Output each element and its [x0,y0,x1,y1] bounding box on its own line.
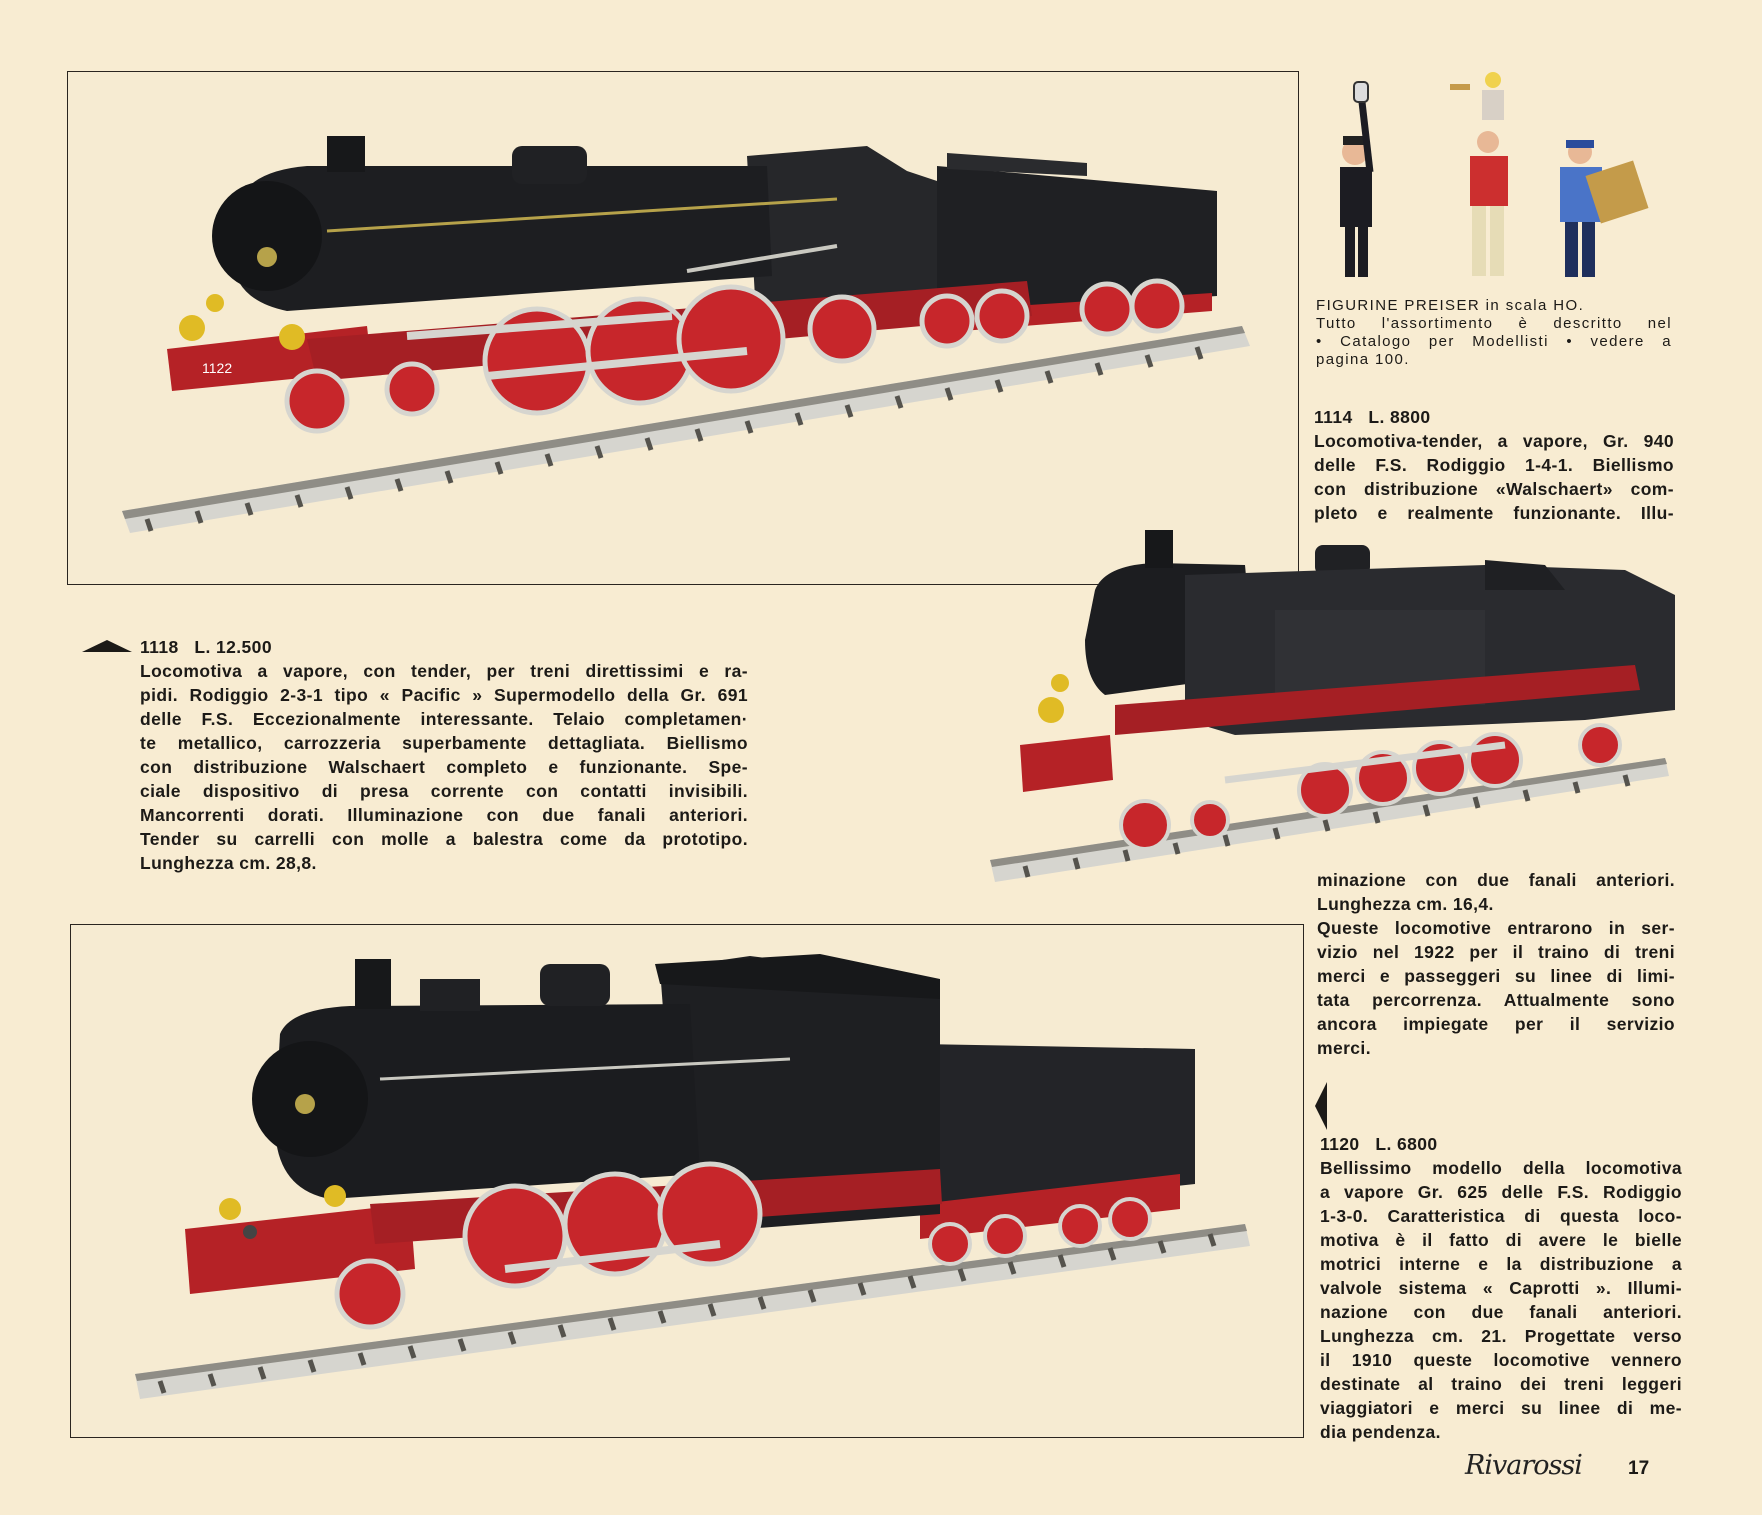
figurines-caption: FIGURINE PREISER in scala HO. Tutto l'as… [1316,297,1672,369]
item-1118-price: L. 12.500 [194,637,272,657]
figurines-line: • Catalogo per Modellisti • vedere a [1316,333,1672,350]
figurines-line: Tutto l'assortimento è descritto nel [1316,315,1672,332]
item-1114-line: merci. [1317,1038,1371,1058]
item-1120-code: 1120 [1320,1134,1360,1154]
item-1118-line: con distribuzione Walschaert completo e … [140,757,748,777]
item-1114-line: minazione con due fanali anteriori. [1317,870,1675,890]
item-1114-line: Locomotiva-tender, a vapore, Gr. 940 [1314,431,1674,451]
item-1118-header: 1118 L. 12.500 [140,635,748,659]
item-1118-line: Lunghezza cm. 28,8. [140,853,317,873]
item-1114-line: vizio nel 1922 per il traino di treni [1317,942,1675,962]
item-1120-line: valvole sistema « Caprotti ». Illumi- [1320,1278,1682,1298]
item-1120-line: viaggiatori e merci su linee di me- [1320,1398,1682,1418]
item-1114-code: 1114 [1314,407,1353,427]
item-1120-line: 1-3-0. Caratteristica di questa loco- [1320,1206,1682,1226]
item-1118-line: Mancorrenti dorati. Illuminazione con du… [140,805,748,825]
pointer-left-arrow [1315,1082,1327,1130]
pointer-up-arrow [82,640,132,652]
item-1120-line: a vapore Gr. 625 delle F.S. Rodiggio [1320,1182,1682,1202]
item-1120-line: destinate al traino dei treni leggeri [1320,1374,1682,1394]
locomotive-1120-photo [135,954,1250,1399]
loco-number-plate: 1122 [202,360,232,376]
item-1114-line: ancora impiegate per il servizio [1317,1014,1675,1034]
item-1114-description-bottom: minazione con due fanali anteriori. Lung… [1317,868,1675,1060]
item-1120-line: Bellissimo modello della locomotiva [1320,1158,1682,1178]
item-1114-line: merci e passeggeri su linee di limi- [1317,966,1675,986]
item-1120-line: Lunghezza cm. 21. Progettate verso [1320,1326,1682,1346]
item-1118-line: delle F.S. Eccezionalmente interessante.… [140,709,748,729]
item-1114-description-top: 1114 L. 8800 Locomotiva-tender, a vapore… [1314,405,1674,525]
item-1118-line: ciale dispositivo di presa corrente con … [140,781,748,801]
item-1120-price: L. 6800 [1375,1134,1438,1154]
item-1118-line: Tender su carrelli con molle a balestra … [140,829,748,849]
figurines-photo [1340,72,1649,277]
item-1120-line: motrici interne e la distribuzione a [1320,1254,1682,1274]
brand-logo: Rivarossi [1465,1450,1583,1481]
item-1114-header: 1114 L. 8800 [1314,405,1674,429]
item-1120-line: motiva è il fatto di avere le bielle [1320,1230,1682,1250]
item-1114-price: L. 8800 [1368,407,1431,427]
item-1120-line: il 1910 queste locomotive vennero [1320,1350,1682,1370]
locomotive-1114-photo [990,530,1675,882]
item-1118-line: Locomotiva a vapore, con tender, per tre… [140,661,748,681]
item-1114-line: delle F.S. Rodiggio 1-4-1. Biellismo [1314,455,1674,475]
item-1114-line: Lunghezza cm. 16,4. [1317,894,1494,914]
locomotive-1118-photo: 1122 [122,136,1250,533]
page-number: 17 [1628,1458,1650,1479]
item-1118-line: te metallico, carrozzeria superbamente d… [140,733,748,753]
item-1120-line: nazione con due fanali anteriori. [1320,1302,1682,1322]
item-1114-line: Queste locomotive entrarono in ser- [1317,918,1675,938]
item-1114-line: tata percorrenza. Attualmente sono [1317,990,1675,1010]
item-1118-description: 1118 L. 12.500 Locomotiva a vapore, con … [140,635,748,875]
figurines-line: pagina 100. [1316,351,1410,368]
item-1118-line: pidi. Rodiggio 2-3-1 tipo « Pacific » Su… [140,685,748,705]
item-1120-line: dia pendenza. [1320,1422,1441,1442]
item-1120-header: 1120 L. 6800 [1320,1132,1682,1156]
item-1120-description: 1120 L. 6800 Bellissimo modello della lo… [1320,1132,1682,1444]
item-1114-line: con distribuzione «Walschaert» com- [1314,479,1674,499]
item-1118-code: 1118 [140,637,179,657]
item-1114-line: pleto e realmente funzionante. Illu- [1314,503,1674,523]
figurines-line: FIGURINE PREISER in scala HO. [1316,297,1585,314]
